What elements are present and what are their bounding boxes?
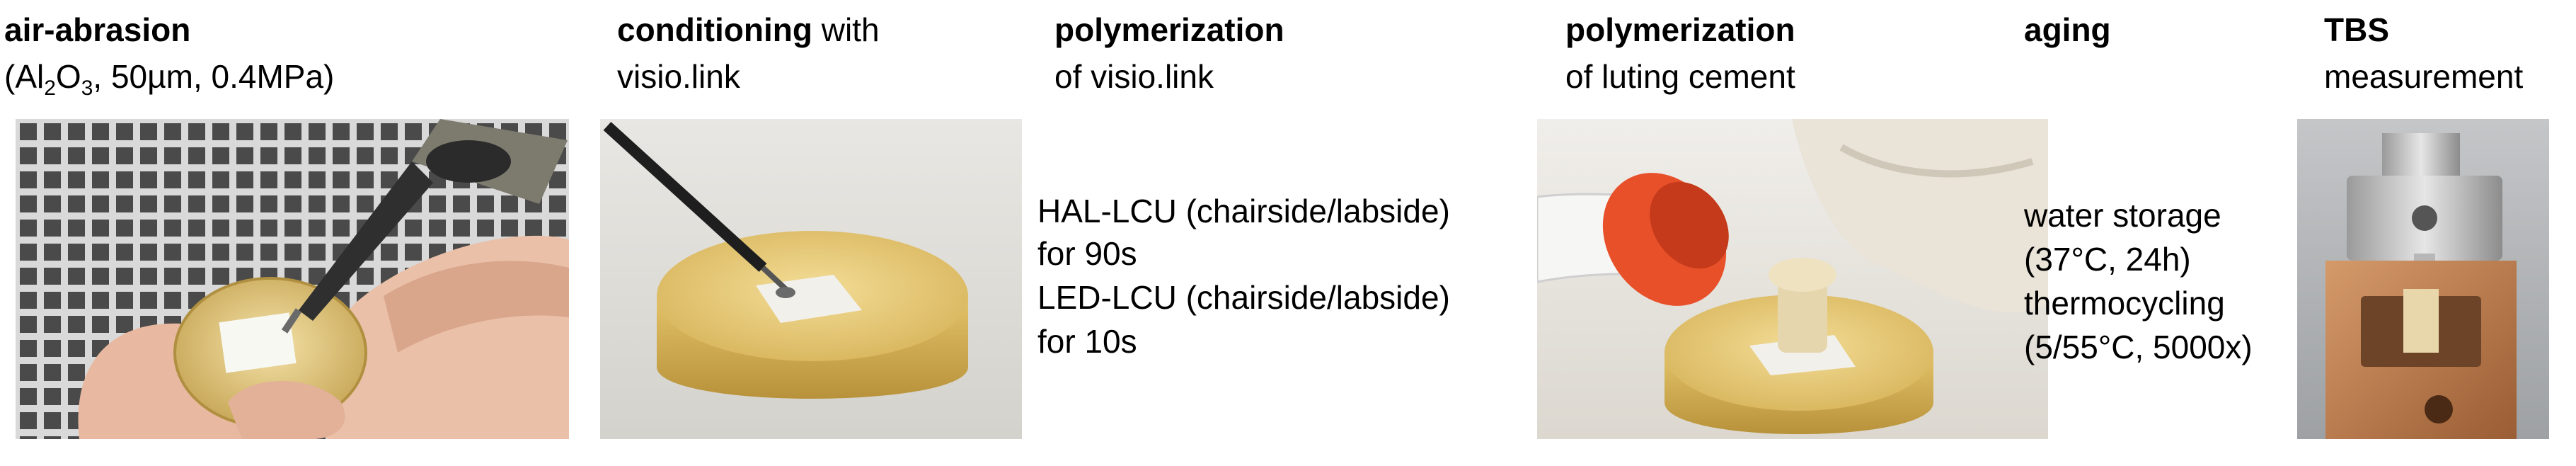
- step-5-title: aging: [2024, 11, 2111, 48]
- conditioning-photo: [600, 119, 1022, 439]
- step-3-detail-2: for 90s: [1037, 235, 1137, 272]
- step-1-title: air-abrasion: [4, 11, 191, 48]
- step-3-subtitle: of visio.link: [1054, 58, 1214, 95]
- step-2-title: conditioning with: [617, 11, 880, 48]
- step-5-detail-1: water storage: [2024, 197, 2221, 234]
- step-3-detail-1: HAL-LCU (chairside/labside): [1037, 193, 1450, 229]
- step-6-title: TBS: [2324, 11, 2389, 48]
- step-3-detail-4: for 10s: [1037, 323, 1137, 360]
- step-3-detail-3: LED-LCU (chairside/labside): [1037, 279, 1450, 316]
- step-2-subtitle: visio.link: [617, 58, 740, 95]
- step-4-subtitle: of luting cement: [1565, 58, 1795, 95]
- air-abrasion-photo: [16, 119, 569, 439]
- step-5-detail-3: thermocycling: [2024, 285, 2225, 322]
- luting-cement-photo: [1537, 119, 2048, 439]
- step-3-title: polymerization: [1054, 11, 1284, 48]
- step-5-detail-2: (37°C, 24h): [2024, 241, 2191, 278]
- step-5-detail-4: (5/55°C, 5000x): [2024, 329, 2253, 365]
- step-4-title: polymerization: [1565, 11, 1795, 48]
- tbs-measurement-photo: [2297, 119, 2549, 439]
- step-1-subtitle: (Al2O3, 50µm, 0.4MPa): [4, 58, 335, 101]
- step-6-subtitle: measurement: [2324, 58, 2524, 95]
